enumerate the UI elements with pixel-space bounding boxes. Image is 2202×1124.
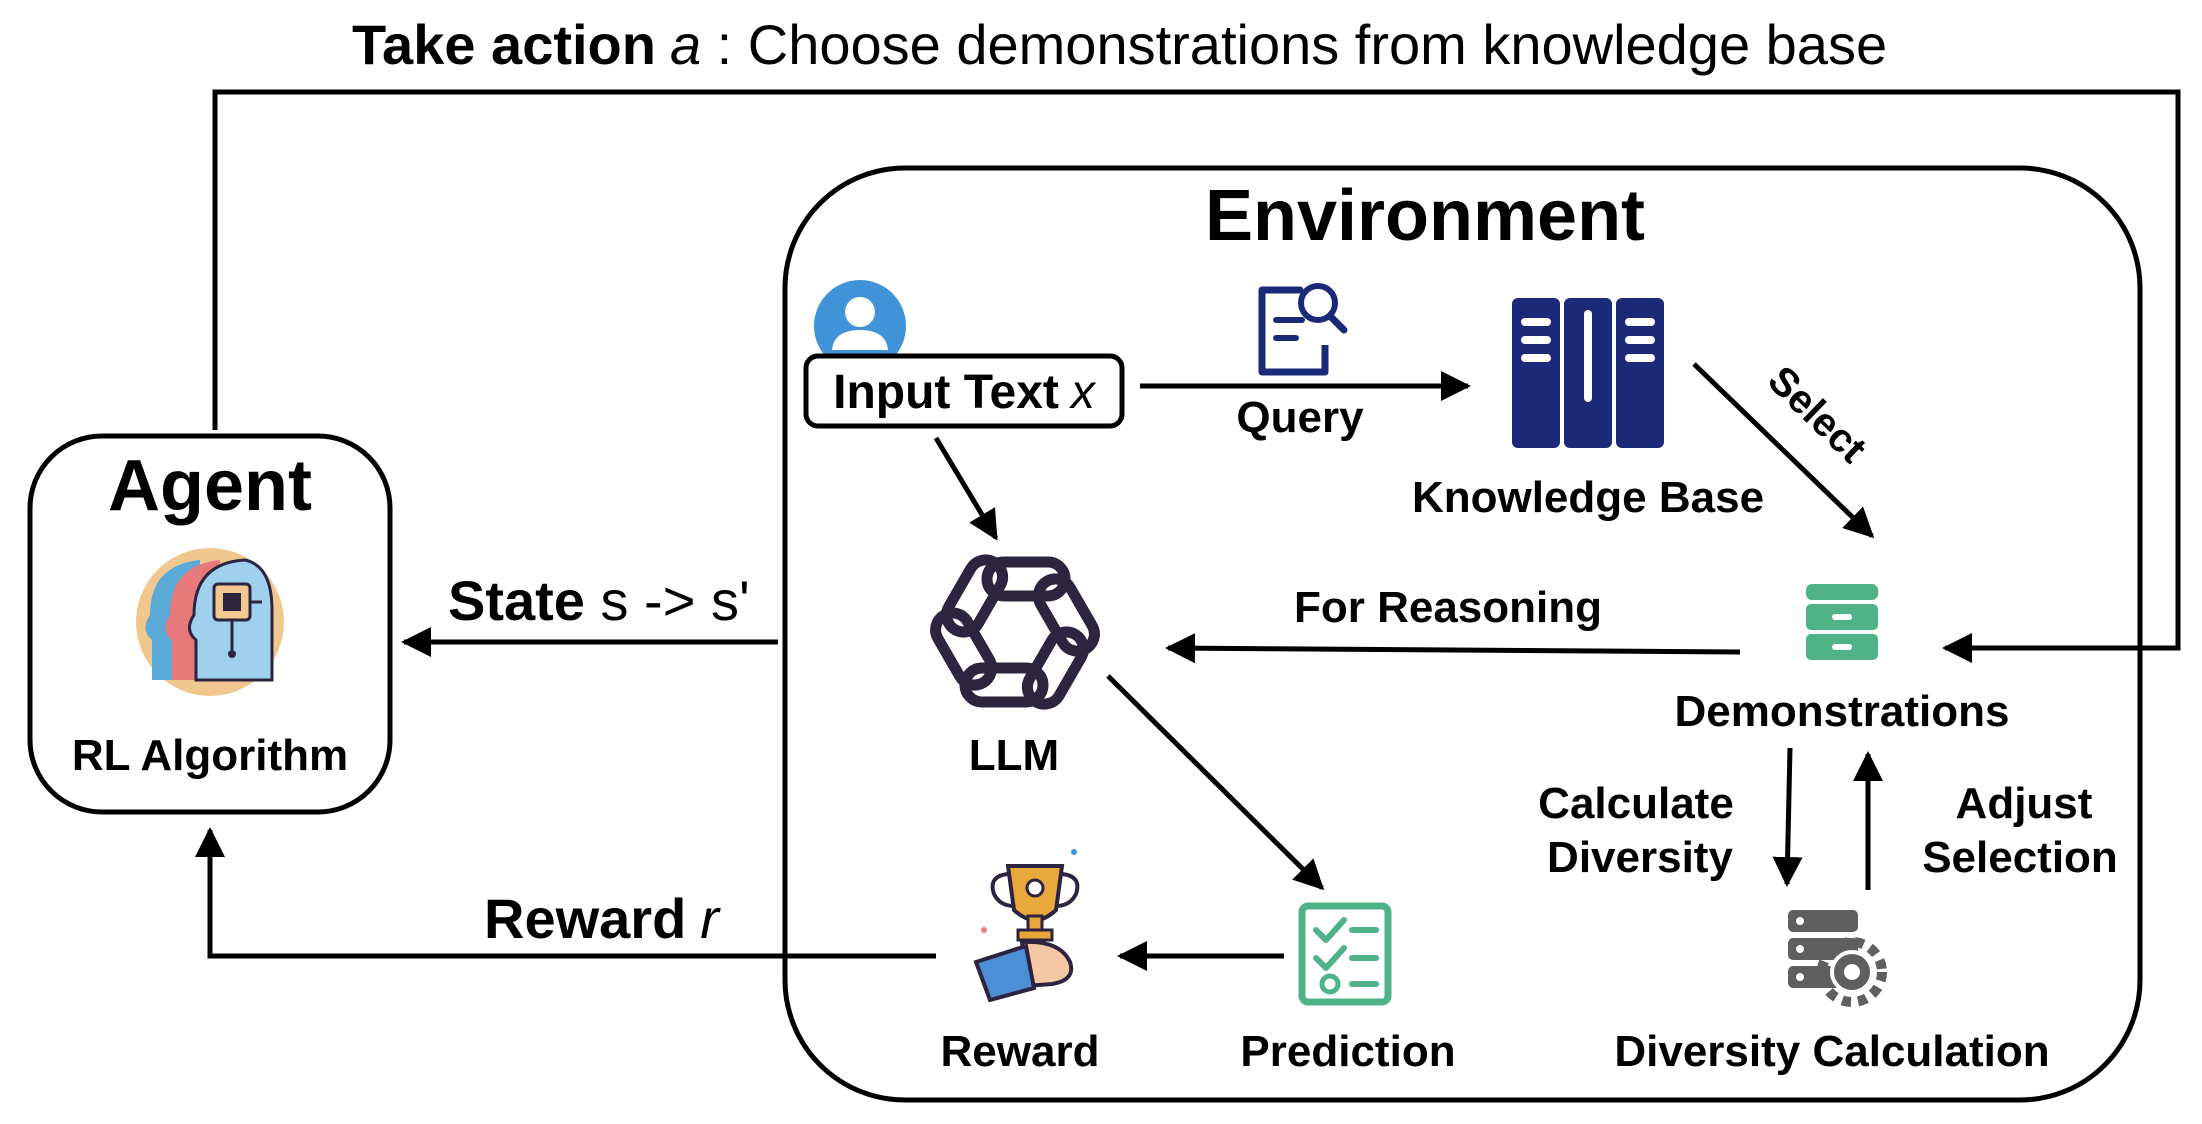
for-reasoning-arrow (1165, 633, 1741, 664)
bookshelf-icon (1512, 298, 1664, 448)
checklist-icon (1298, 902, 1392, 1006)
llm-label: LLM (969, 731, 1059, 780)
reward-arrow (195, 827, 936, 959)
select-arrow (1692, 362, 1875, 539)
openai-knot-icon (930, 554, 1100, 710)
environment-box (782, 165, 2143, 1103)
prediction-label: Prediction (1240, 1027, 1455, 1076)
calc-diversity-arrow (1772, 747, 1803, 887)
state-label: State s -> s' (448, 569, 750, 632)
reward-node-label: Reward (941, 1027, 1100, 1076)
environment-title: Environment (1205, 176, 1645, 256)
user-avatar-icon (814, 280, 906, 372)
llm-to-prediction-arrow (1106, 674, 1325, 891)
query-label: Query (1236, 393, 1364, 442)
agent-title: Agent (108, 446, 312, 526)
archive-drawer-icon (1806, 584, 1878, 660)
action-loop-arrow (212, 89, 2181, 663)
agent-box (27, 433, 393, 815)
demonstrations-label: Demonstrations (1675, 687, 2010, 736)
diversity-calculation-label: Diversity Calculation (1614, 1027, 2049, 1076)
ai-head-icon (136, 548, 284, 696)
input-to-llm-arrow (933, 436, 999, 541)
trophy-hand-icon (973, 849, 1080, 1003)
server-gear-icon (1788, 910, 1887, 1007)
knowledge-base-label: Knowledge Base (1412, 473, 1764, 522)
for-reasoning-label: For Reasoning (1294, 583, 1602, 632)
document-search-icon (1258, 283, 1348, 376)
agent-subtitle: RL Algorithm (72, 731, 348, 780)
select-label: Select (1759, 358, 1874, 472)
input-text-box (803, 353, 1125, 429)
